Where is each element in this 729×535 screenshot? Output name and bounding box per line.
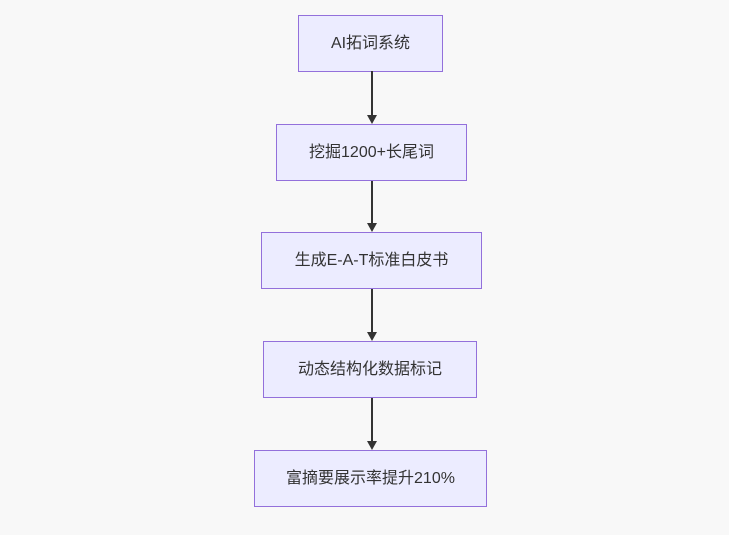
flow-node-ai-word-expansion-system: AI拓词系统 xyxy=(298,15,443,72)
arrow-head-icon xyxy=(366,332,377,341)
arrow-head-icon xyxy=(366,441,377,450)
flow-arrow-1 xyxy=(366,71,377,124)
arrow-shaft xyxy=(370,398,373,442)
flow-arrow-4 xyxy=(366,398,377,450)
flow-node-label: AI拓词系统 xyxy=(330,34,411,52)
flow-node-longtail-keywords: 挖掘1200+长尾词 xyxy=(276,124,467,181)
arrow-head-icon xyxy=(366,115,377,124)
flow-node-label: 生成E-A-T标准白皮书 xyxy=(294,251,449,269)
flow-node-structured-data-markup: 动态结构化数据标记 xyxy=(263,341,477,398)
arrow-head-icon xyxy=(366,223,377,232)
flow-arrow-3 xyxy=(366,289,377,341)
flow-node-label: 动态结构化数据标记 xyxy=(297,360,442,378)
flow-node-rich-snippet-rate: 富摘要展示率提升210% xyxy=(254,450,487,507)
flow-arrow-2 xyxy=(366,181,377,232)
flow-node-eat-whitepaper: 生成E-A-T标准白皮书 xyxy=(261,232,482,289)
arrow-shaft xyxy=(370,71,373,116)
flow-node-label: 挖掘1200+长尾词 xyxy=(309,143,434,161)
arrow-shaft xyxy=(370,181,373,224)
flow-node-label: 富摘要展示率提升210% xyxy=(286,469,455,487)
arrow-shaft xyxy=(370,289,373,333)
